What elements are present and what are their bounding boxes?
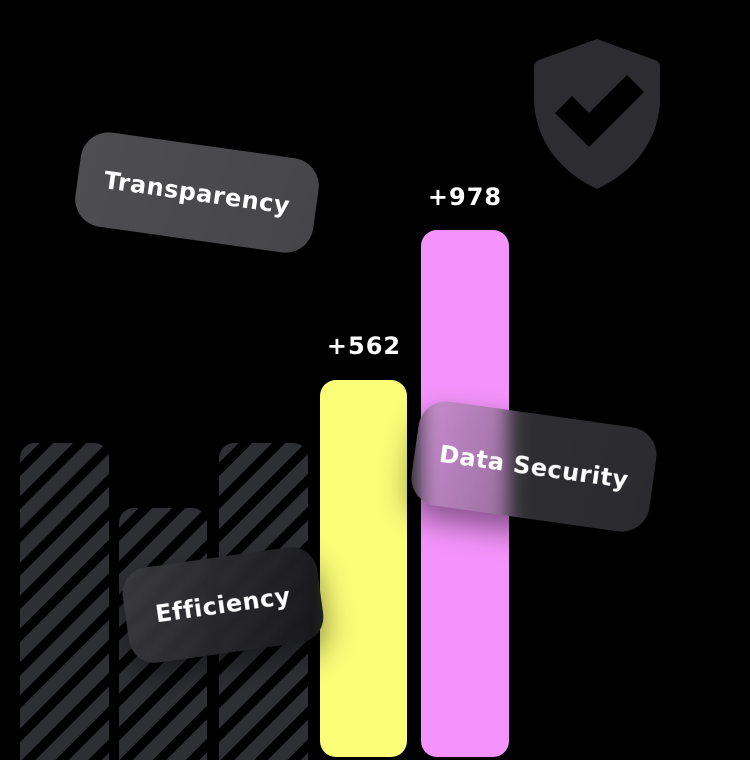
bar-value-label-yellow: +562 — [326, 332, 402, 360]
bar-hatched-1 — [20, 443, 109, 760]
shield-check-icon — [534, 39, 660, 189]
bar-value-label-pink: +978 — [427, 183, 503, 211]
badge-efficiency-label: Efficiency — [153, 581, 293, 629]
badge-transparency-label: Transparency — [102, 165, 292, 220]
badge-data-security-label: Data Security — [437, 439, 631, 494]
bar-yellow — [320, 380, 407, 757]
badge-transparency: Transparency — [71, 128, 323, 257]
